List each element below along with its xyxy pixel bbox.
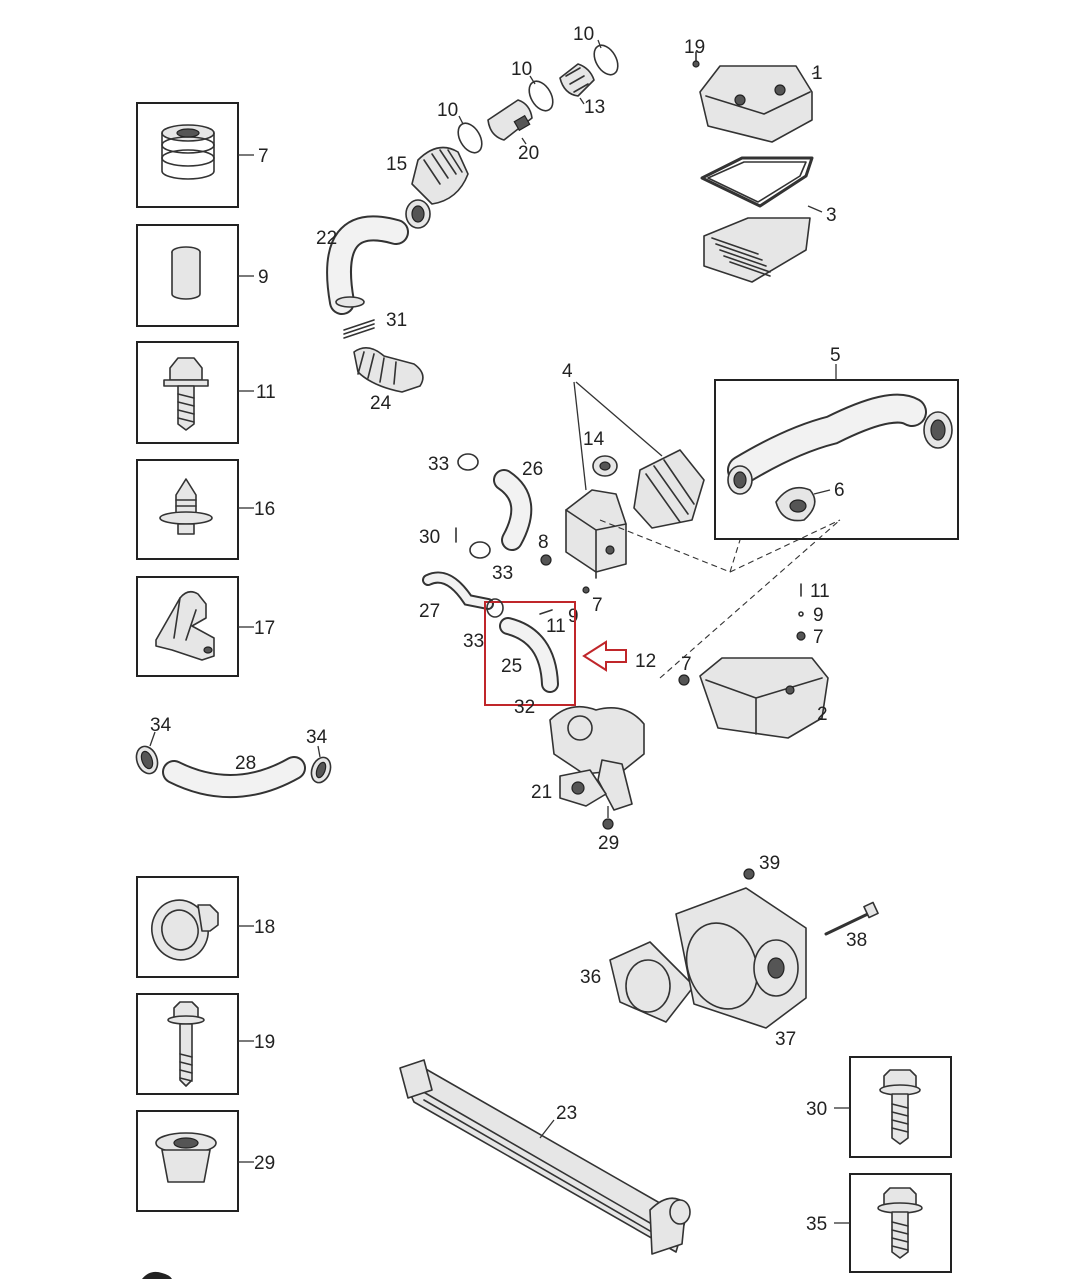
air-box-cover-assembly: 1 19 3 <box>684 37 837 283</box>
label-22: 22 <box>316 228 337 249</box>
label-5: 5 <box>830 345 841 366</box>
part-box-11: 11 <box>136 341 276 444</box>
label-21: 21 <box>531 782 552 803</box>
label-35-box: 35 <box>806 1214 827 1235</box>
label-26: 26 <box>522 459 543 480</box>
label-37: 37 <box>775 1029 796 1050</box>
label-29-box: 29 <box>254 1153 275 1174</box>
turbocharger-assembly: 21 29 <box>531 705 645 854</box>
label-6: 6 <box>834 480 845 501</box>
highlight-box-25: 25 11 33 32 <box>463 598 627 718</box>
label-34-left: 34 <box>150 715 172 736</box>
label-10-low: 10 <box>437 100 458 121</box>
label-7-right: 7 <box>681 654 692 675</box>
label-7-center: 7 <box>592 595 603 616</box>
label-13: 13 <box>584 97 605 118</box>
label-33-mid: 33 <box>492 563 513 584</box>
part-box-35: 35 <box>806 1173 952 1273</box>
label-2: 2 <box>817 704 828 725</box>
part-box-18: 18 <box>136 876 275 978</box>
label-36: 36 <box>580 967 601 988</box>
label-9-center: 9 <box>568 606 579 627</box>
part-box-29: 29 <box>136 1110 275 1212</box>
label-28: 28 <box>235 753 256 774</box>
label-14: 14 <box>583 429 605 450</box>
label-11-center: 11 <box>546 616 566 637</box>
label-38: 38 <box>846 930 867 951</box>
label-16: 16 <box>254 499 275 520</box>
part-box-7: 7 <box>136 102 269 208</box>
label-10-top: 10 <box>573 24 594 45</box>
intercooler-23: 23 <box>399 1059 691 1255</box>
center-bracket-assembly: 4 14 8 33 26 33 30 27 7 9 <box>419 361 705 627</box>
label-24: 24 <box>370 393 392 414</box>
label-12: 12 <box>635 651 656 672</box>
label-30-small: 30 <box>419 527 440 548</box>
pointer-arrow <box>582 640 627 672</box>
label-8: 8 <box>538 532 549 553</box>
hose-28-assembly: 34 28 34 <box>135 715 332 798</box>
intake-duct-assembly: 10 10 10 13 20 15 22 31 24 <box>316 24 619 414</box>
label-25: 25 <box>501 656 522 677</box>
label-39: 39 <box>759 853 780 874</box>
label-32: 32 <box>514 697 535 718</box>
label-19-box: 19 <box>254 1032 275 1053</box>
label-30-box: 30 <box>806 1099 827 1120</box>
label-10-mid: 10 <box>511 59 532 80</box>
part-box-16: 16 <box>136 459 275 560</box>
label-7-right-small: 7 <box>813 627 824 648</box>
label-18: 18 <box>254 917 275 938</box>
label-11-right: 11 <box>810 581 830 602</box>
label-9-right: 9 <box>813 605 824 626</box>
label-33-low: 33 <box>463 631 484 652</box>
label-34-right: 34 <box>306 727 328 748</box>
label-9: 9 <box>258 267 269 288</box>
label-31: 31 <box>386 310 407 331</box>
cropped-label-fragment <box>142 1271 172 1279</box>
label-27: 27 <box>419 601 440 622</box>
part-box-17: 17 <box>136 576 275 677</box>
part-box-5: 5 6 <box>714 345 959 540</box>
label-33-top: 33 <box>428 454 449 475</box>
air-box-lower-assembly: 2 12 7 11 9 7 <box>599 519 841 739</box>
label-7: 7 <box>258 146 269 167</box>
part-box-9: 9 <box>136 224 269 327</box>
label-3: 3 <box>826 205 837 226</box>
label-4: 4 <box>562 361 573 382</box>
label-17: 17 <box>254 618 275 639</box>
throttle-body-assembly: 39 36 37 38 <box>580 853 879 1050</box>
label-23: 23 <box>556 1103 577 1124</box>
label-11: 11 <box>256 382 276 403</box>
label-15: 15 <box>386 154 407 175</box>
part-box-30: 30 <box>806 1056 952 1158</box>
label-29-center: 29 <box>598 833 619 854</box>
label-1: 1 <box>812 63 823 84</box>
part-box-19: 19 <box>136 993 275 1095</box>
label-19-top: 19 <box>684 37 705 58</box>
label-20: 20 <box>518 143 539 164</box>
